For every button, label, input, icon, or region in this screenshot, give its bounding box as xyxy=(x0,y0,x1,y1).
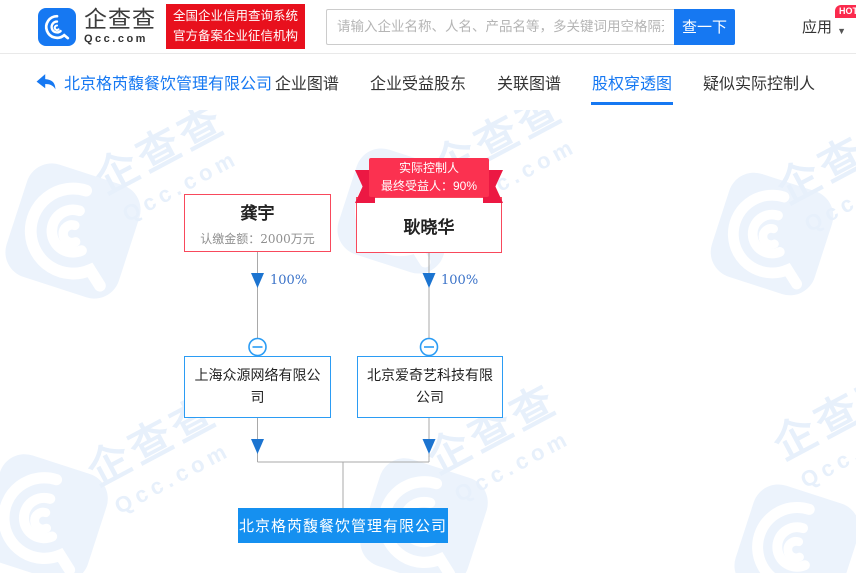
arrow-down-icon xyxy=(251,273,264,288)
slogan-badge: 全国企业信用查询系统 官方备案企业征信机构 xyxy=(166,4,306,49)
node-name: 北京格芮馥餐饮管理有限公司 xyxy=(239,517,448,535)
ownership-percent-right: 100% xyxy=(441,273,479,288)
chevron-down-icon: ▼ xyxy=(837,26,846,36)
node-name: 耿晓华 xyxy=(403,217,455,238)
arrow-down-icon xyxy=(422,273,436,288)
back-company-name: 北京格芮馥餐饮管理有限公司 xyxy=(64,76,273,93)
node-company-beijing-iqiyi[interactable]: 北京爱奇艺科技有限公司 xyxy=(357,356,503,418)
tab-bar: 企业图谱 企业受益股东 关联图谱 股权穿透图 疑似实际控制人 xyxy=(274,54,816,110)
apps-menu[interactable]: 应用 HOT ▼ xyxy=(801,5,856,37)
arrow-down-icon xyxy=(251,439,264,454)
node-name: 龚宇 xyxy=(240,204,275,224)
ownership-percent-left: 100% xyxy=(270,273,308,288)
search-input[interactable] xyxy=(326,8,675,45)
ribbon-line1: 实际控制人 xyxy=(398,161,459,176)
node-name: 北京爱奇艺科技有限公司 xyxy=(367,367,493,406)
node-name: 上海众源网络有限公司 xyxy=(194,367,321,406)
search-bar: 查一下 xyxy=(326,8,736,45)
apps-menu-label: 应用 xyxy=(801,19,832,36)
tab-beneficial-shareholders[interactable]: 企业受益股东 xyxy=(369,75,466,93)
node-subscribed-amount: 认缴金额：2000万元 xyxy=(200,232,315,246)
brand: 企查查 Qcc.com xyxy=(84,8,156,45)
node-shareholder-gengxiaohua[interactable]: 耿晓华 xyxy=(356,197,502,253)
search-button[interactable]: 查一下 xyxy=(674,8,736,45)
node-company-shanghai-zhongyuan[interactable]: 上海众源网络有限公司 xyxy=(184,356,331,418)
tab-enterprise-graph[interactable]: 企业图谱 xyxy=(274,75,339,93)
tab-relation-graph[interactable]: 关联图谱 xyxy=(496,75,561,93)
hot-badge: HOT xyxy=(835,5,856,18)
qcc-logo-icon[interactable] xyxy=(38,7,76,46)
equity-penetration-diagram: 企查查 Qcc.com 企查查 Qcc.com 企查查 Qcc.com 企查查 … xyxy=(0,110,856,573)
actual-controller-ribbon: 实际控制人 最终受益人：90% xyxy=(369,158,489,197)
back-company-link[interactable]: 北京格芮馥餐饮管理有限公司 xyxy=(35,70,272,94)
slogan-line1: 全国企业信用查询系统 xyxy=(173,9,299,24)
brand-name: 企查查 xyxy=(84,6,156,32)
collapse-minus-button[interactable] xyxy=(248,337,267,357)
qcc-magnifier-glyph xyxy=(44,14,70,39)
tab-suspected-controller[interactable]: 疑似实际控制人 xyxy=(702,75,815,93)
back-arrow-icon xyxy=(36,74,56,90)
toolbar: 北京格芮馥餐饮管理有限公司 企业图谱 企业受益股东 关联图谱 股权穿透图 疑似实… xyxy=(0,54,856,110)
tab-equity-penetration[interactable]: 股权穿透图 xyxy=(590,60,673,105)
node-shareholder-gongyu[interactable]: 龚宇 认缴金额：2000万元 xyxy=(184,194,331,252)
ribbon-line2: 最终受益人：90% xyxy=(380,178,478,193)
collapse-minus-button[interactable] xyxy=(419,337,439,357)
brand-domain: Qcc.com xyxy=(84,33,148,45)
node-target-company[interactable]: 北京格芮馥餐饮管理有限公司 xyxy=(238,508,448,543)
arrow-down-icon xyxy=(422,439,436,454)
header: 企查查 Qcc.com 全国企业信用查询系统 官方备案企业征信机构 查一下 应用… xyxy=(0,0,856,54)
diagram-connectors xyxy=(248,252,439,508)
slogan-line2: 官方备案企业征信机构 xyxy=(173,28,299,43)
